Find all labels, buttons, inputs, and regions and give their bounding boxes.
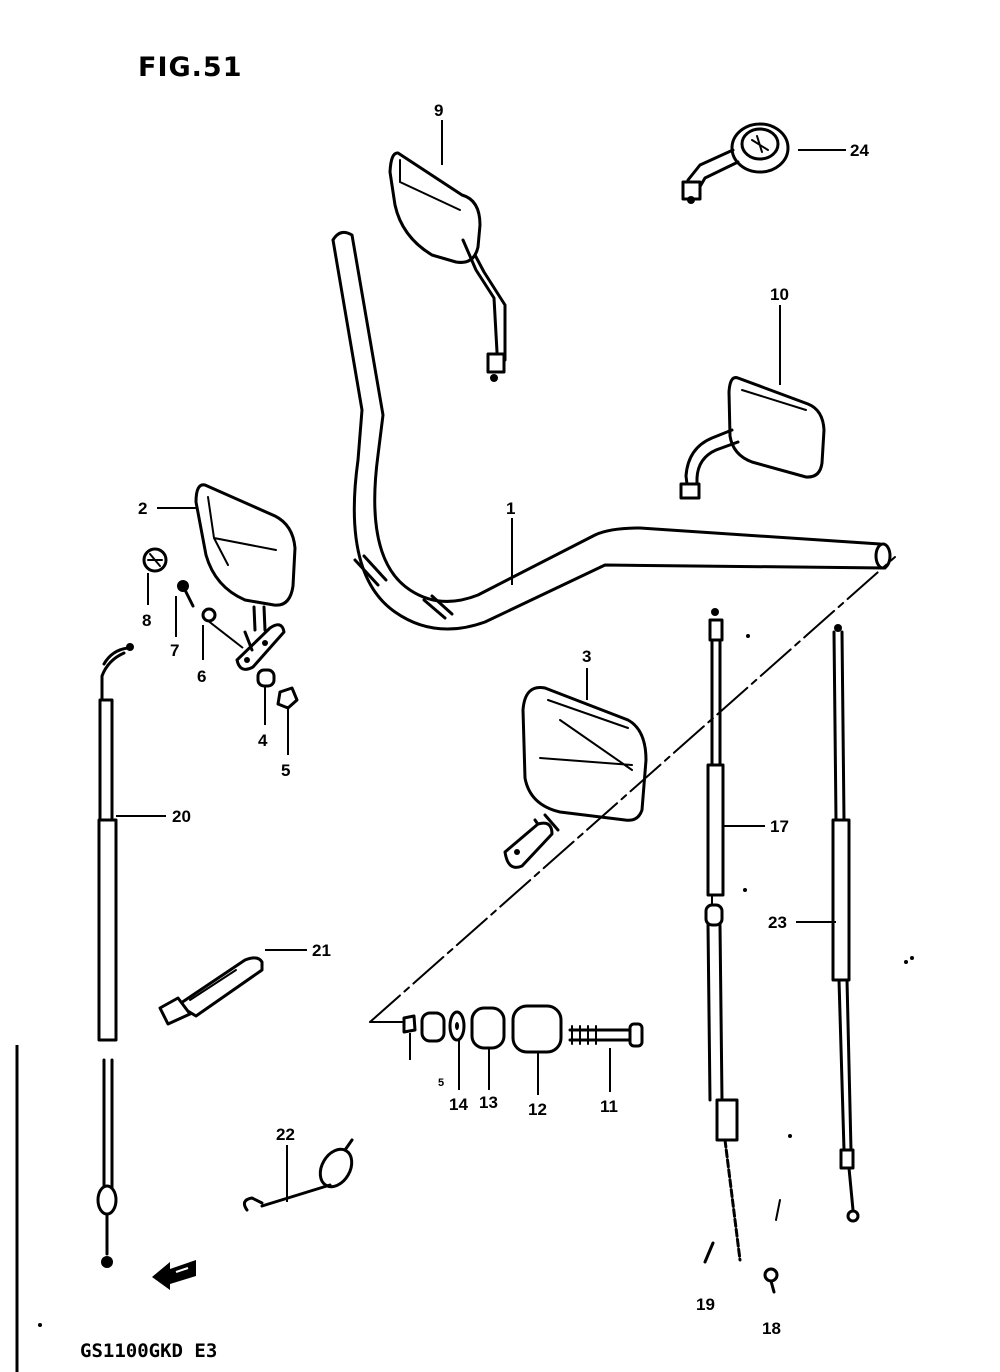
callout-21: 21	[312, 941, 331, 960]
mirror-part-9	[388, 151, 507, 382]
callout-11: 11	[600, 1097, 618, 1116]
callout-6: 6	[197, 667, 206, 686]
mirror-part-3	[503, 685, 648, 869]
callout-2: 2	[138, 499, 147, 518]
callout-18: 18	[762, 1319, 781, 1338]
leader-lines	[116, 120, 846, 1202]
callout-12: 12	[528, 1100, 547, 1119]
switch-part-24	[681, 122, 790, 204]
callout-17: 17	[770, 817, 789, 836]
mirror-part-2	[194, 483, 297, 671]
callout-5: 5	[281, 761, 290, 780]
callout-1: 1	[506, 499, 515, 518]
mirror-part-10	[679, 376, 826, 500]
callout-13: 13	[479, 1093, 498, 1112]
callout-20: 20	[172, 807, 191, 826]
callout-10: 10	[770, 285, 789, 304]
figure-title: FIG.51	[138, 52, 243, 83]
cable-part-23	[831, 624, 860, 1223]
callout-8: 8	[142, 611, 151, 630]
callout-3: 3	[582, 647, 591, 666]
arrow-left-icon	[152, 1260, 196, 1290]
callout-labels: 9 24 10 1 2 3 8 7 6 4 5 20 17 23 21 11 1…	[138, 101, 869, 1338]
handlebar-part	[331, 230, 892, 631]
model-code: GS1100GKD E3	[80, 1340, 218, 1362]
adjuster-part-21	[158, 956, 264, 1026]
callout-4: 4	[258, 731, 268, 750]
callout-22: 22	[276, 1125, 295, 1144]
cable-part-20	[96, 643, 134, 1268]
callout-23: 23	[768, 913, 787, 932]
clip-part-22	[242, 1138, 354, 1212]
callout-24: 24	[850, 141, 869, 160]
callout-14: 14	[449, 1095, 468, 1114]
small-hardware-group	[142, 547, 299, 710]
bar-end-assembly	[369, 556, 896, 1054]
cable-part-17	[703, 608, 779, 1294]
callout-7: 7	[170, 641, 179, 660]
stray-marks	[38, 634, 914, 1327]
callout-15: 5	[438, 1077, 444, 1089]
callout-9: 9	[434, 101, 443, 120]
callout-19: 19	[696, 1295, 715, 1314]
